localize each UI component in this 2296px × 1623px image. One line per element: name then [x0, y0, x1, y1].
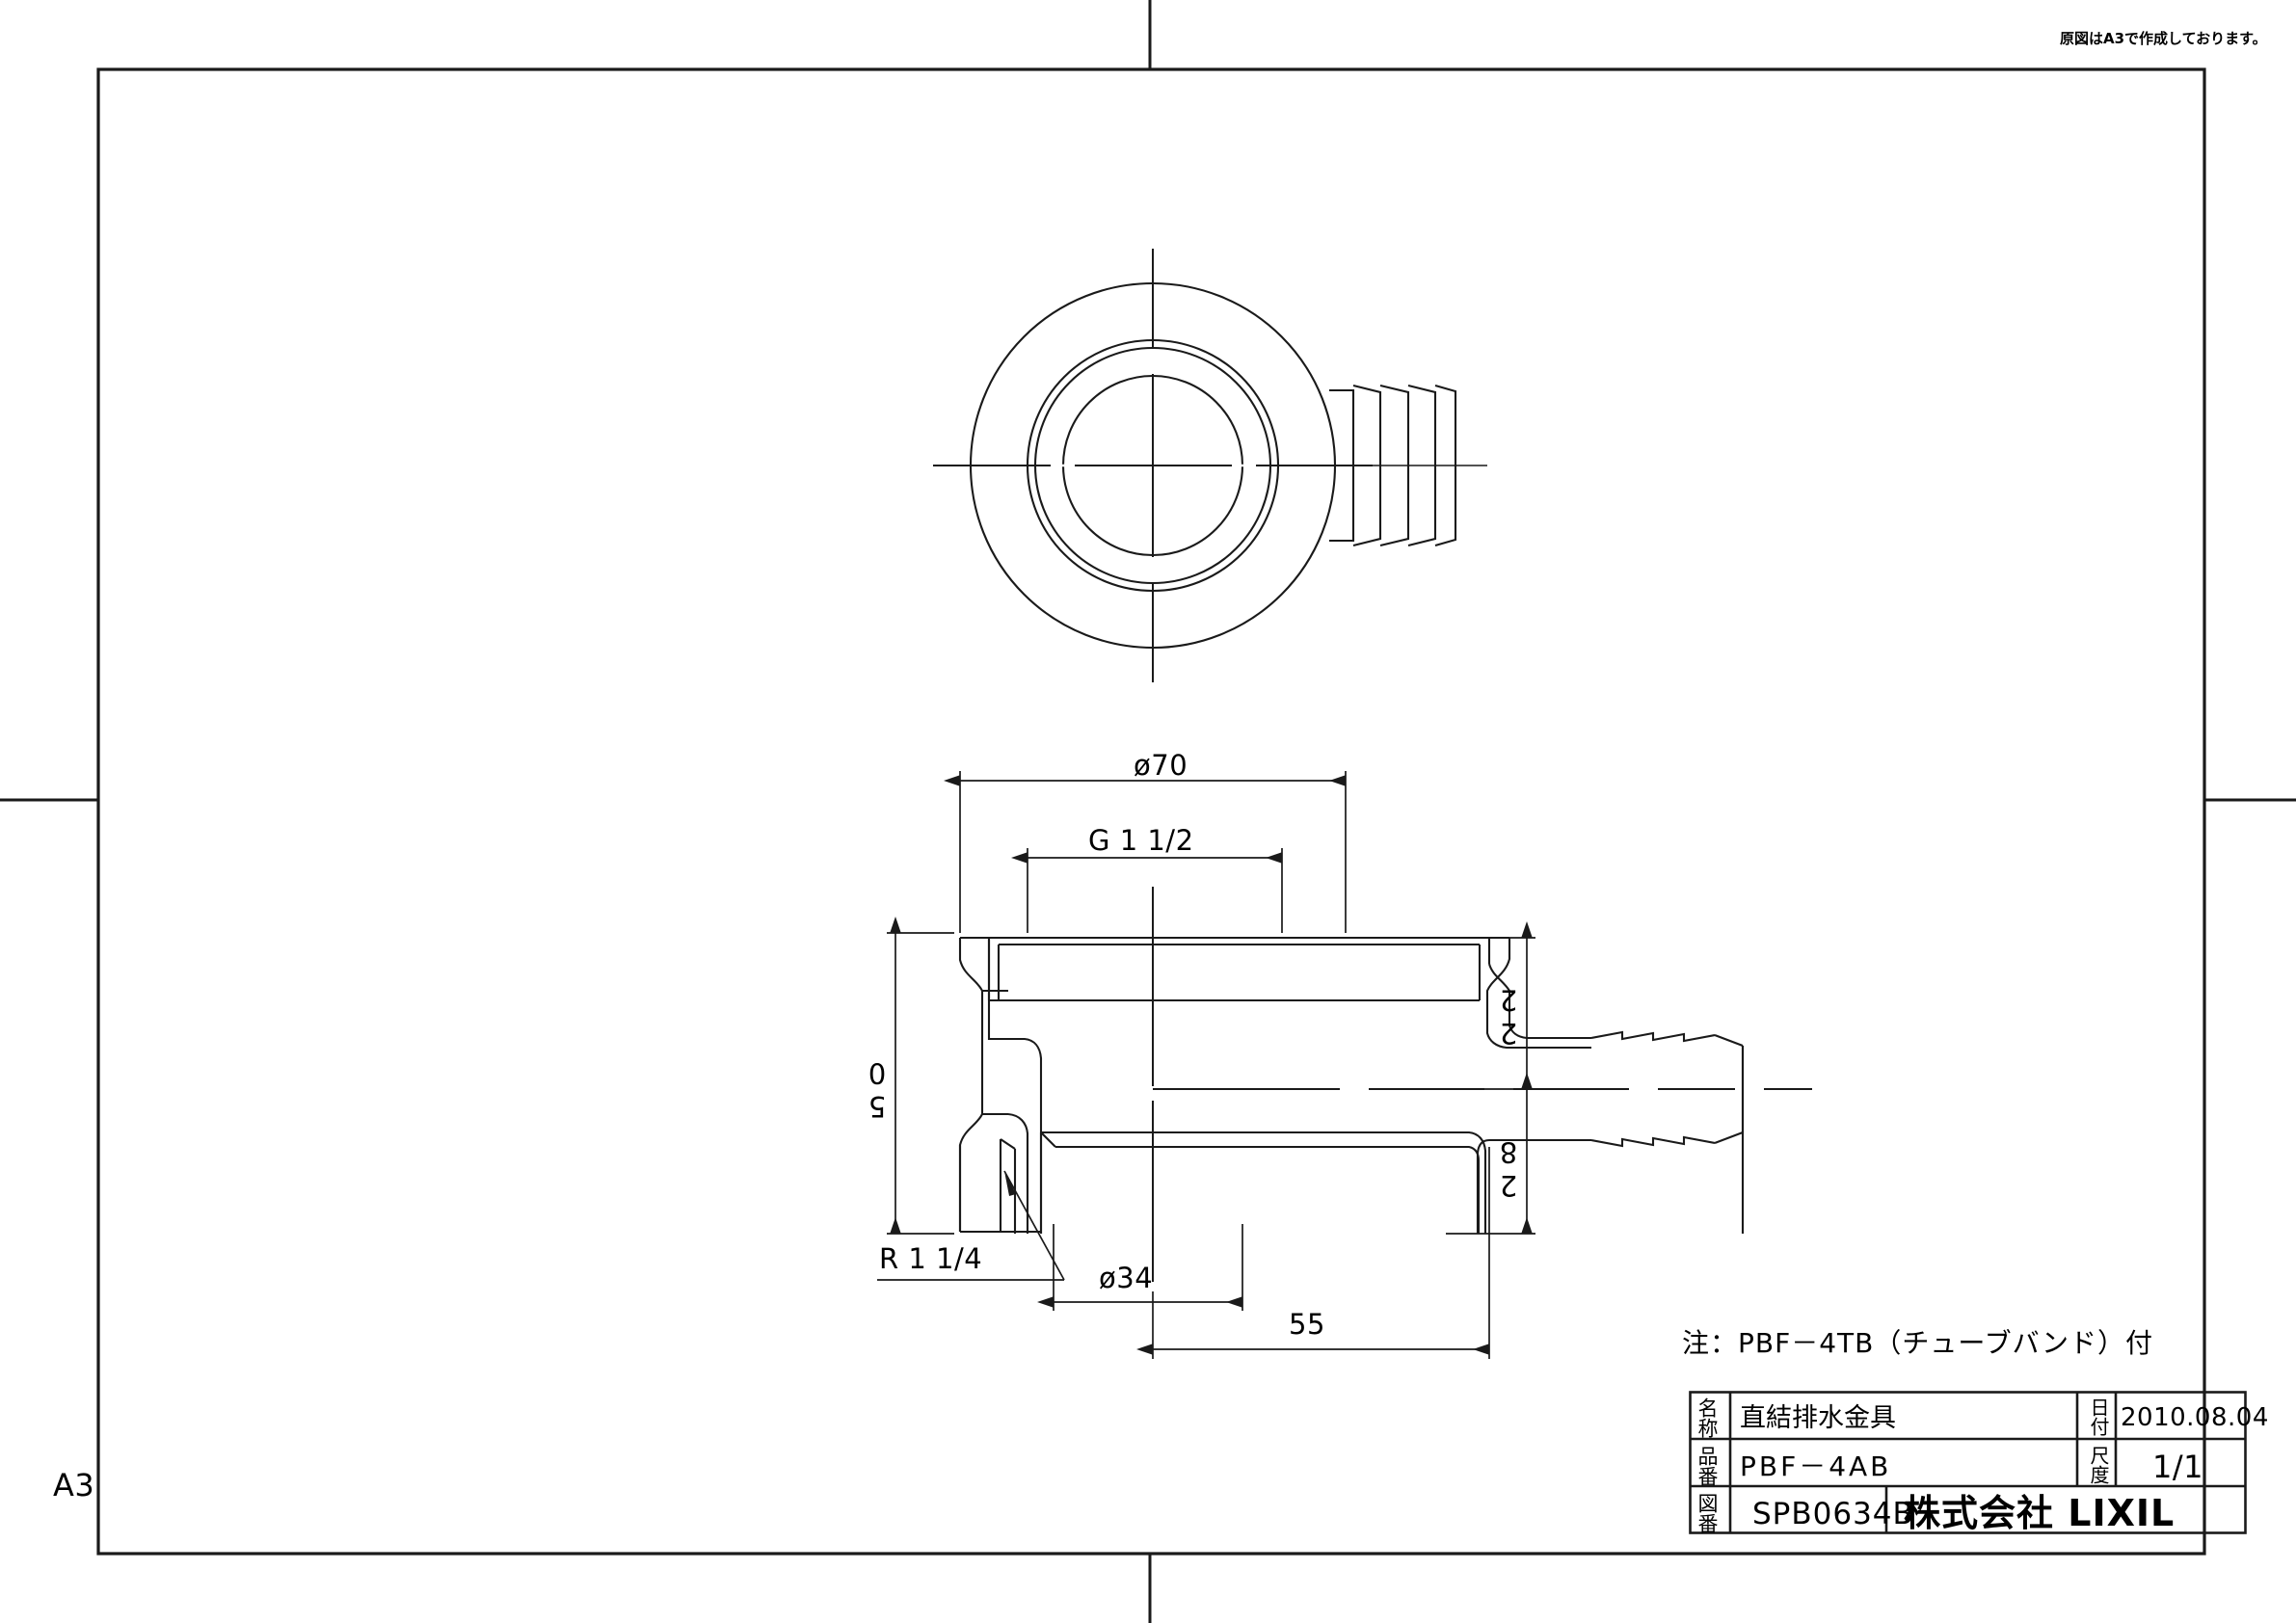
section-view-centerlines [1152, 887, 1812, 1282]
leader-r114 [877, 1170, 1065, 1281]
dim-label-outer-diameter: ø70 [1134, 749, 1188, 782]
dim-label-thread-bottom: R 1 1/4 [879, 1242, 983, 1275]
dim-label-height-lower: 28 [1492, 1135, 1525, 1202]
sheet-size-label: A3 [53, 1467, 95, 1503]
titleblock-key-drawingno: 図番 [1695, 1493, 1720, 1533]
dim-label-height-upper: 22 [1492, 983, 1525, 1050]
plan-view-centermark-gaps [1051, 349, 1256, 582]
drawing-note: 注：PBF－4TB（チューブバンド）付 [1682, 1327, 2154, 1359]
dim-label-bore-diameter: ø34 [1099, 1262, 1154, 1294]
dim-label-thread-top: G 1 1/2 [1088, 824, 1194, 857]
titleblock-value-name: 直結排水金具 [1740, 1403, 1896, 1433]
dim-label-height-total: 50 [861, 1056, 894, 1123]
dim-height-22 [1446, 921, 1535, 1090]
titleblock-scale-value: 1/1 [2152, 1449, 2203, 1485]
dim-outer-diameter-70 [944, 771, 1347, 933]
titleblock-key-partno: 品番 [1695, 1446, 1720, 1486]
titleblock-key-name: 名称 [1695, 1397, 1720, 1438]
dim-height-28 [1446, 1073, 1535, 1235]
titleblock-value-partno: PBF－4AB [1740, 1450, 1892, 1482]
section-flange-top [960, 936, 1509, 1002]
company-logo: 株式会社 LIXIL [1904, 1492, 2176, 1534]
header-note: 原図はA3で作成しております。 [2060, 30, 2267, 47]
titleblock-date-value: 2010.08.04 [2121, 1403, 2269, 1432]
section-bottom-half [1039, 1131, 1487, 1234]
section-hose-barb-upper [1590, 1030, 1745, 1234]
dim-length-55 [1136, 1147, 1490, 1359]
section-view [958, 936, 1745, 1234]
dim-label-length-overall: 55 [1289, 1308, 1325, 1341]
titleblock-scale-label: 尺度 [2087, 1446, 2110, 1484]
dim-height-50 [887, 917, 954, 1235]
section-outer-profile [958, 938, 1043, 1234]
dim-bore-34 [1037, 1224, 1243, 1311]
section-hose-barb-lower [1476, 1131, 1744, 1234]
dimension-lines [877, 771, 1535, 1359]
titleblock-date-label: 日付 [2087, 1397, 2110, 1436]
dim-thread-g112 [1011, 848, 1283, 933]
title-block-frame [1689, 1391, 2247, 1534]
sheet-border [96, 67, 2206, 1556]
titleblock-value-drawingno: SPB0634B [1752, 1497, 1914, 1531]
plan-view-centermark-redraw [933, 249, 1373, 682]
section-left-skirt [958, 1112, 1029, 1234]
